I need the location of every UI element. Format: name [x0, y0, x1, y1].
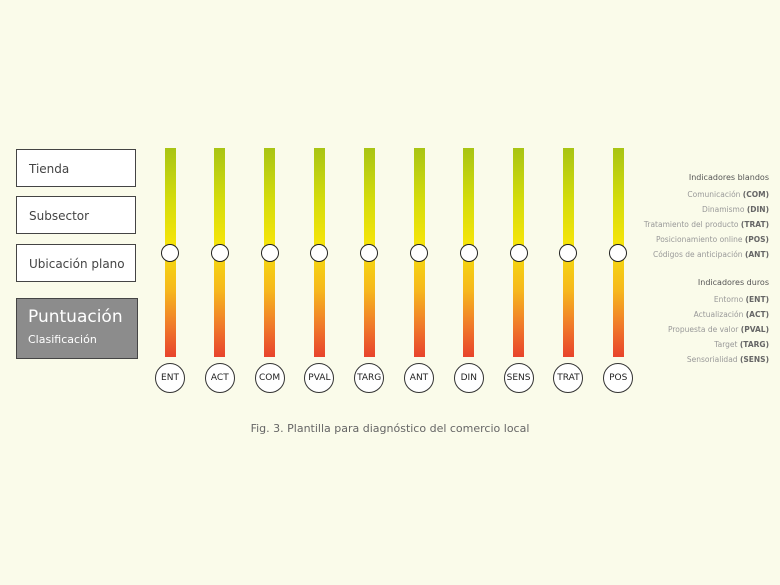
indicator-tag-targ: TARG [354, 363, 385, 393]
legend-hard-item-code: (PVAL) [740, 325, 769, 334]
legend-soft-item-label: Dinamismo [702, 205, 747, 214]
ubicacion-label: Ubicación plano [29, 257, 125, 271]
legend-soft-item-code: (DIN) [746, 205, 769, 214]
score-title: Puntuación [28, 307, 123, 327]
scale-knob-trat[interactable] [559, 244, 578, 262]
tienda-label: Tienda [29, 162, 70, 176]
scale-knob-pos[interactable] [609, 244, 628, 262]
score-subtitle: Clasificación [28, 333, 97, 346]
legend-hard-item-label: Target [714, 340, 740, 349]
legend-soft-item: Posicionamiento online (POS) [644, 232, 769, 247]
legend-hard-item-label: Propuesta de valor [667, 325, 741, 334]
indicator-tag-pos: POS [603, 363, 634, 393]
legend-hard-title: Indicadores duros [697, 278, 769, 287]
legend-soft-item-label: Posicionamiento online [655, 235, 745, 244]
legend-hard-item: Sensorialidad (SENS) [668, 352, 769, 367]
scale-knob-com[interactable] [260, 244, 279, 262]
legend-hard-item-code: (TARG) [739, 340, 769, 349]
scale-knob-pval[interactable] [310, 244, 329, 262]
legend-hard-item-code: (SENS) [739, 355, 769, 364]
indicator-tag-din: DIN [453, 363, 484, 393]
legend-hard-item-code: (ENT) [745, 295, 769, 304]
legend-soft-item-code: (POS) [744, 235, 769, 244]
legend-hard: Indicadores duros Entorno (ENT)Actualiza… [668, 275, 769, 367]
figure-caption: Fig. 3. Plantilla para diagnóstico del c… [250, 422, 530, 435]
legend-soft-item-code: (COM) [742, 190, 769, 199]
legend-hard-item-label: Actualización [693, 310, 746, 319]
legend-soft-title: Indicadores blandos [688, 173, 769, 182]
legend-hard-item-code: (ACT) [745, 310, 769, 319]
subsector-field[interactable]: Subsector [16, 196, 136, 234]
legend-soft: Indicadores blandos Comunicación (COM)Di… [644, 170, 769, 262]
indicator-tag-ent: ENT [155, 363, 185, 393]
scale-knob-sens[interactable] [509, 244, 528, 262]
subsector-label: Subsector [29, 209, 90, 223]
indicator-tag-pval: PVAL [304, 363, 335, 393]
indicator-tag-trat: TRAT [553, 363, 584, 393]
indicator-tag-ant: ANT [404, 363, 434, 393]
legend-soft-item-label: Tratamiento del producto [643, 220, 741, 229]
scale-knob-din[interactable] [459, 244, 478, 262]
legend-hard-item: Target (TARG) [668, 337, 769, 352]
scale-knob-targ[interactable] [360, 244, 379, 262]
scale-knob-ent[interactable] [161, 244, 179, 262]
scale-knob-ant[interactable] [410, 244, 428, 262]
indicator-tag-sens: SENS [503, 363, 534, 393]
legend-soft-item-code: (TRAT) [740, 220, 769, 229]
legend-soft-item-label: Comunicación [687, 190, 743, 199]
scale-knob-act[interactable] [210, 244, 229, 262]
score-box: Puntuación Clasificación [16, 298, 138, 359]
legend-hard-item-label: Entorno [713, 295, 746, 304]
indicator-tag-act: ACT [204, 363, 235, 393]
legend-soft-item-code: (ANT) [744, 250, 769, 259]
legend-hard-item-label: Sensorialidad [686, 355, 740, 364]
legend-soft-item: Tratamiento del producto (TRAT) [644, 217, 769, 232]
legend-soft-item: Comunicación (COM) [644, 187, 769, 202]
legend-soft-item: Dinamismo (DIN) [644, 202, 769, 217]
ubicacion-field[interactable]: Ubicación plano [16, 244, 136, 282]
tienda-field[interactable]: Tienda [16, 149, 136, 187]
legend-hard-item: Entorno (ENT) [668, 292, 769, 307]
legend-soft-item: Códigos de anticipación (ANT) [644, 247, 769, 262]
legend-soft-item-label: Códigos de anticipación [652, 250, 745, 259]
indicator-tag-com: COM [254, 363, 285, 393]
legend-hard-item: Propuesta de valor (PVAL) [668, 322, 769, 337]
legend-hard-item: Actualización (ACT) [668, 307, 769, 322]
